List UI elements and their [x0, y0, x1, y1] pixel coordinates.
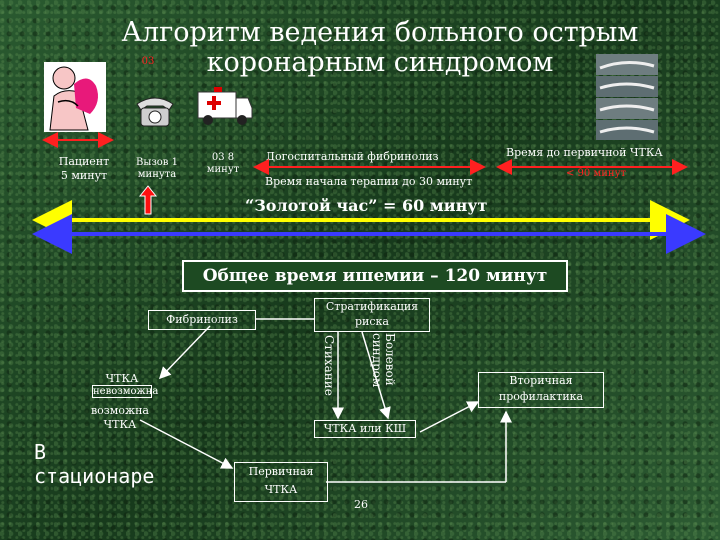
pain-syndrome-label: Болевой синдром [368, 333, 396, 395]
ptca-or-cabg-box: ЧТКА или КШ [314, 420, 416, 438]
fibrinolysis-box: Фибринолиз [148, 310, 256, 330]
ptca-minutes-label: < 90 минут [566, 168, 626, 179]
ptca-possible-label: возможна ЧТКА [88, 404, 152, 432]
in-hospital-line2: стационаре [34, 464, 154, 488]
secondary-prevention-box: Вторичная профилактика [478, 372, 604, 408]
golden-hour-label: “Золотой час” = 60 минут [245, 196, 487, 215]
calm-label: Стихание [322, 335, 335, 395]
small-03-label: 03 [138, 56, 158, 68]
in-hospital-line1: В [34, 440, 154, 464]
ptca-impossible-line1: ЧТКА [92, 372, 152, 385]
ptca-time-label: Время до первичной ЧТКА [506, 146, 663, 159]
in-hospital-label: В стационаре [34, 440, 154, 488]
ptca-impossible-line2: невозможна [92, 385, 152, 398]
ambulance-time-label: 03 8 минут [196, 152, 250, 176]
page-number: 26 [354, 498, 368, 511]
ecg-monitor-stack-icon [596, 54, 658, 140]
patient-time-label: Пациент 5 минут [54, 155, 114, 183]
patient-pain-icon [44, 62, 106, 132]
therapy-start-label: Время начала терапии до 30 минут [265, 175, 472, 188]
title-line-1: Алгоритм ведения больного острым [100, 18, 660, 48]
prehospital-fibrinolysis-label: Догоспитальный фибринолиз [266, 150, 439, 163]
ambulance-icon [196, 84, 254, 128]
stratification-box: Стратификация риска [314, 298, 430, 332]
slide-title: Алгоритм ведения больного острым коронар… [100, 18, 660, 78]
total-ischemia-box: Общее время ишемии – 120 минут [182, 260, 568, 292]
primary-ptca-box: Первичная ЧТКА [234, 462, 328, 502]
red-up-arrow [140, 186, 156, 214]
call-time-label: Вызов 1 минута [131, 157, 183, 181]
title-line-2: коронарным синдромом [100, 48, 660, 78]
ptca-impossible-box: ЧТКА невозможна [92, 372, 152, 398]
telephone-icon [133, 94, 177, 128]
